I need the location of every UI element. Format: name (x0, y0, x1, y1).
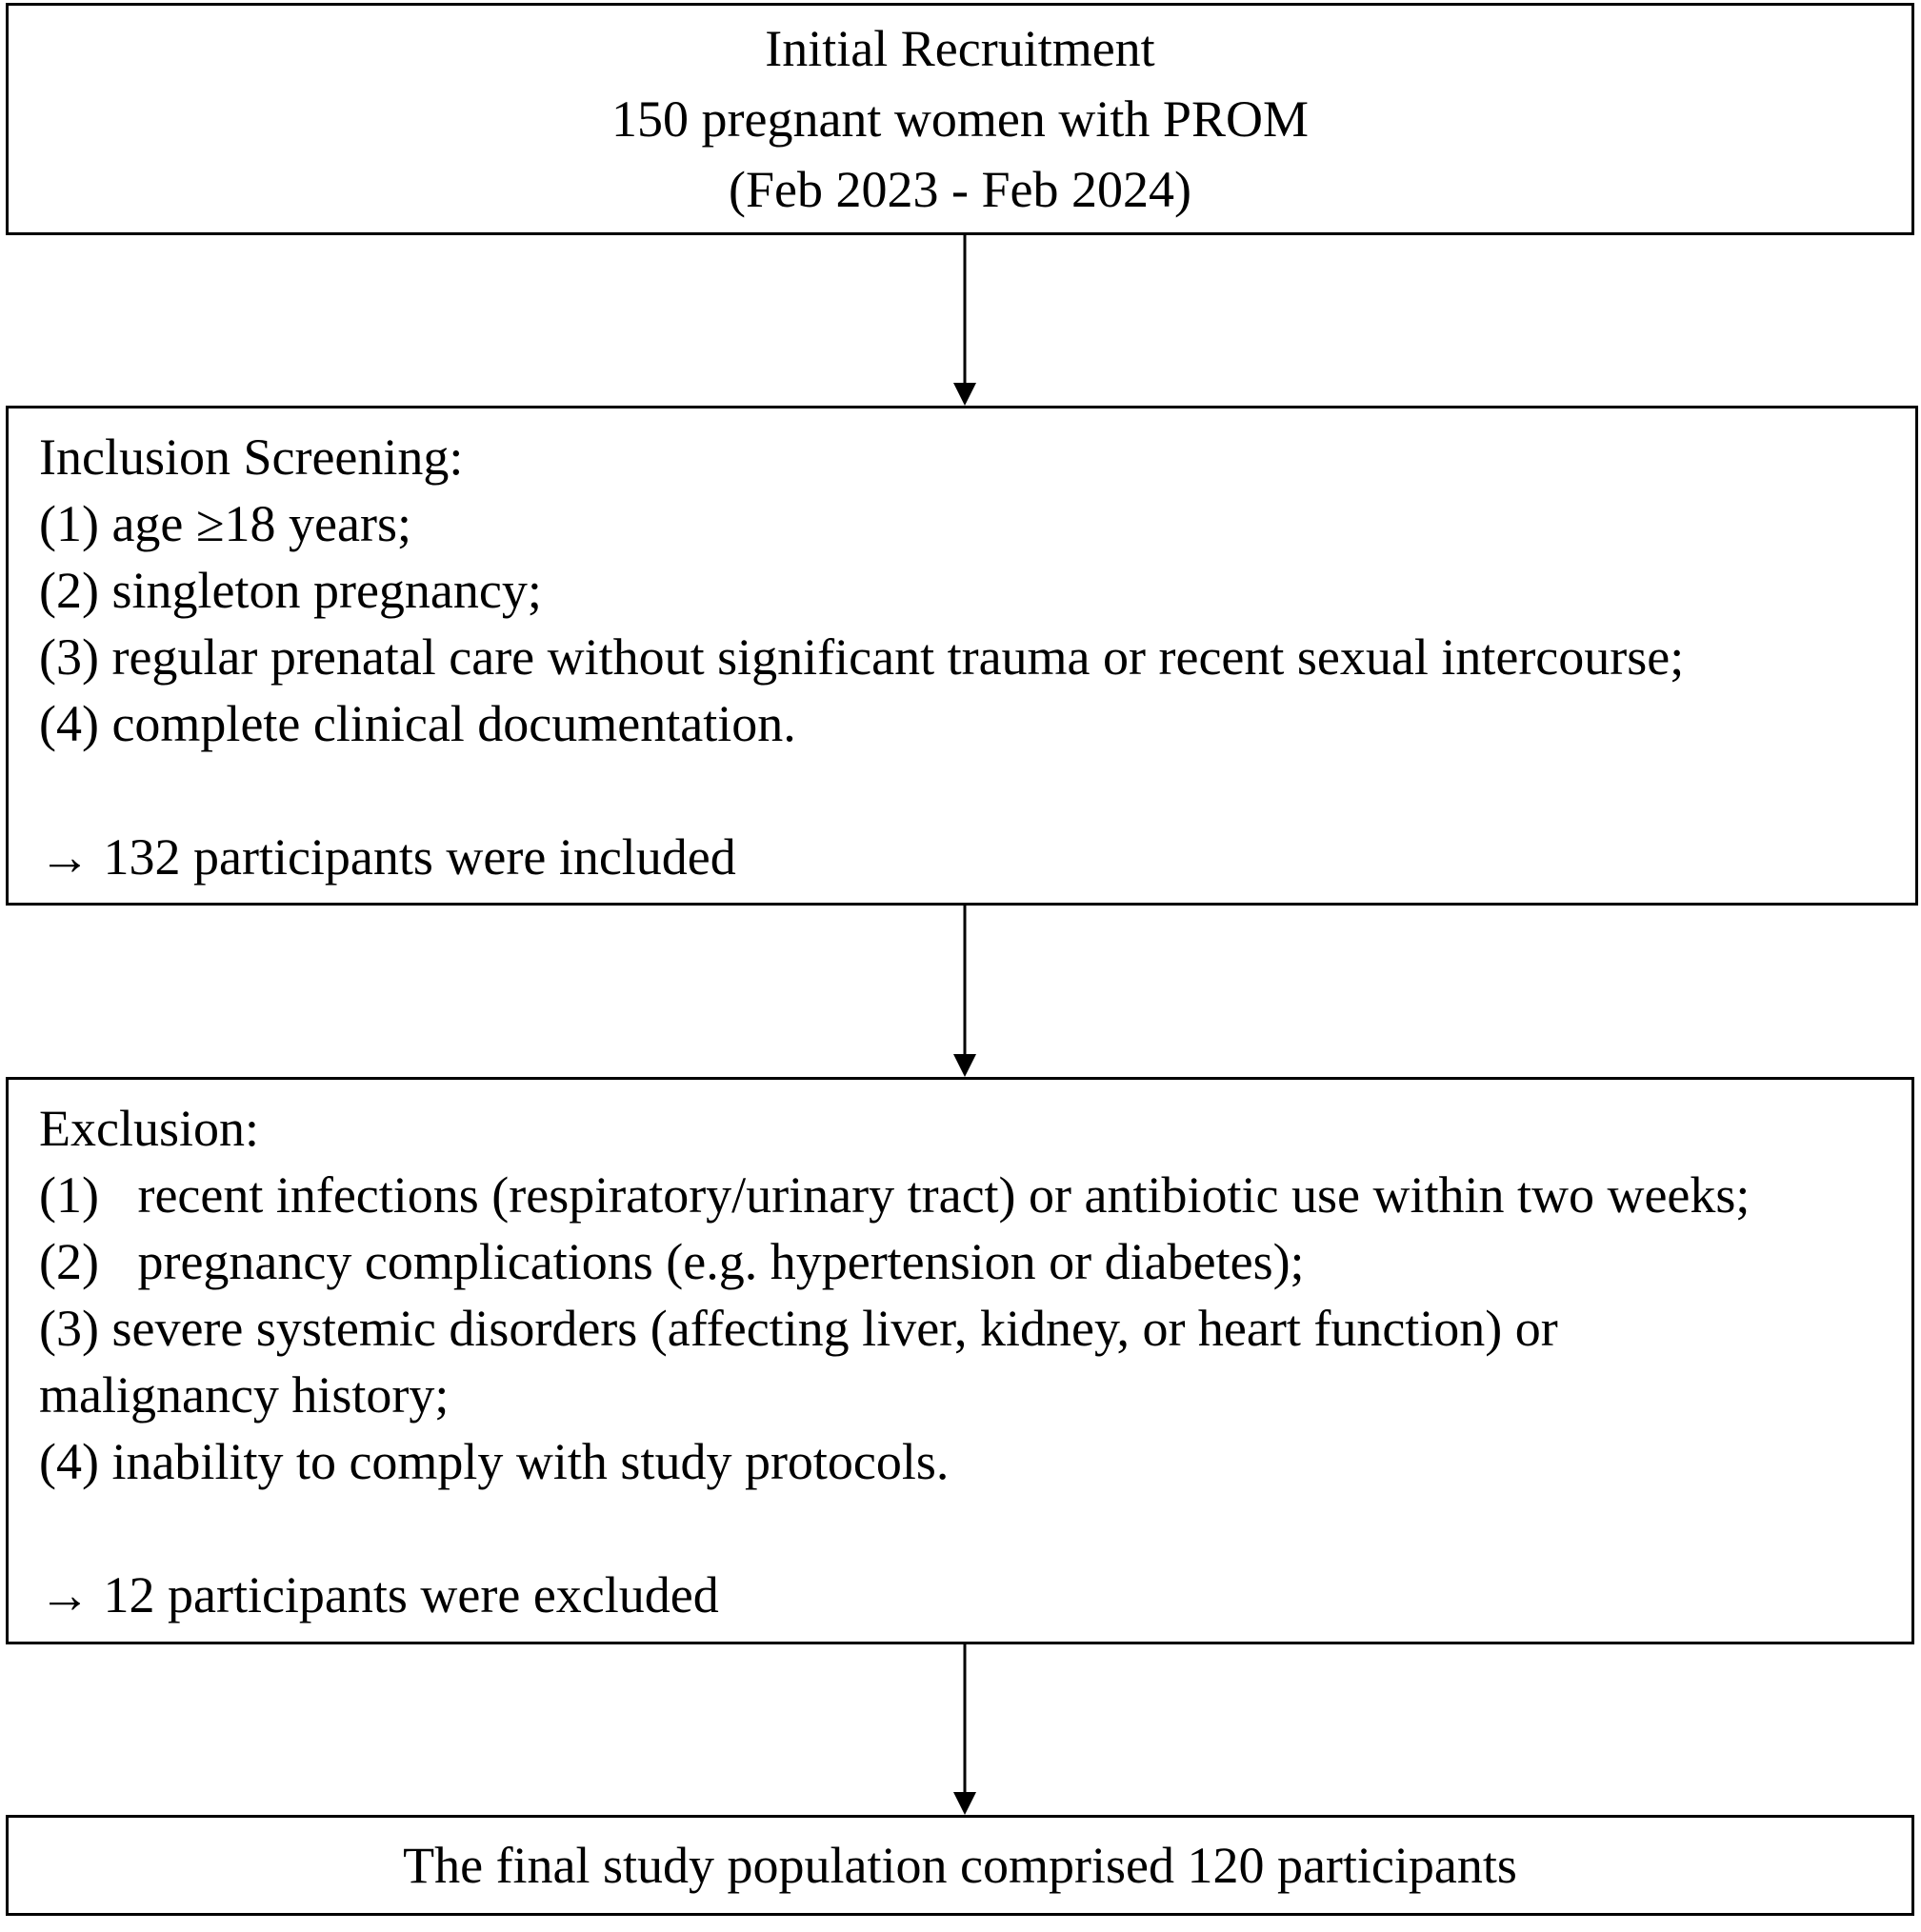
inclusion-box: Inclusion Screening: (1) age ≥18 years; … (6, 406, 1918, 906)
exclusion-box: Exclusion: (1) recent infections (respir… (6, 1077, 1914, 1644)
spacer (39, 1495, 1911, 1562)
exclusion-criterion: (4) inability to comply with study proto… (39, 1433, 950, 1490)
inclusion-heading: Inclusion Screening: (39, 428, 464, 486)
final-population-box: The final study population comprised 120… (6, 1815, 1914, 1916)
inclusion-criterion: (4) complete clinical documentation. (39, 695, 796, 752)
exclusion-heading: Exclusion: (39, 1100, 259, 1157)
inclusion-criterion: (1) age ≥18 years; (39, 495, 411, 552)
arrow-recruitment-to-inclusion (953, 235, 976, 406)
exclusion-criterion-continuation: malignancy history; (39, 1366, 450, 1424)
inclusion-criterion: (2) singleton pregnancy; (39, 562, 542, 619)
recruitment-period: (Feb 2023 - Feb 2024) (729, 161, 1191, 218)
exclusion-result: → 12 participants were excluded (39, 1566, 719, 1623)
arrow-inclusion-to-exclusion (953, 906, 976, 1077)
inclusion-result: → 132 participants were included (39, 828, 736, 886)
recruitment-count: 150 pregnant women with PROM (611, 90, 1309, 148)
exclusion-criterion: (1) recent infections (respiratory/urina… (39, 1166, 1751, 1224)
arrow-exclusion-to-final (953, 1644, 976, 1815)
recruitment-title: Initial Recruitment (765, 20, 1155, 77)
recruitment-box: Initial Recruitment 150 pregnant women w… (6, 3, 1914, 235)
spacer (39, 757, 1915, 824)
final-population-text: The final study population comprised 120… (403, 1837, 1517, 1894)
inclusion-criterion: (3) regular prenatal care without signif… (39, 628, 1685, 686)
exclusion-criterion: (2) pregnancy complications (e.g. hypert… (39, 1233, 1305, 1290)
exclusion-criterion: (3) severe systemic disorders (affecting… (39, 1300, 1558, 1357)
